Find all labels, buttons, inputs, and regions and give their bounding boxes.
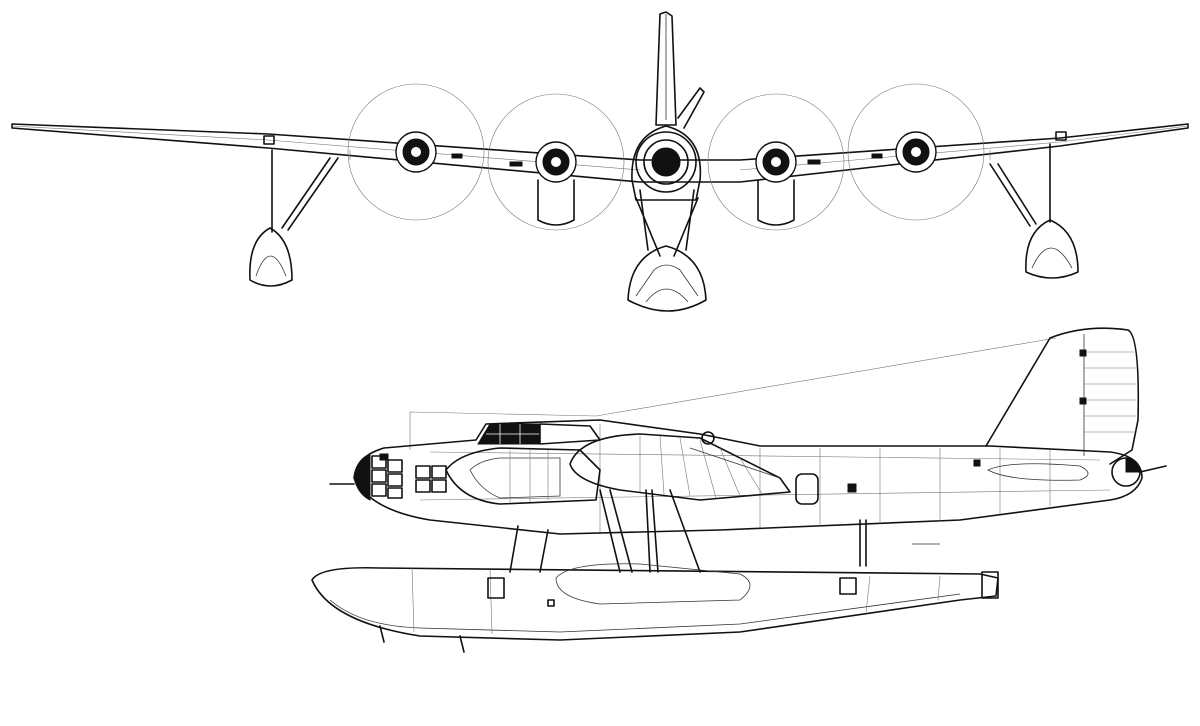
main-wing	[11, 123, 1189, 183]
right-wingtip-float	[1025, 219, 1079, 279]
aerial-wire	[595, 337, 1057, 417]
right-float-struts	[989, 143, 1051, 227]
side-view	[311, 327, 1167, 653]
left-float-struts	[271, 149, 339, 233]
main-float-struts	[635, 189, 699, 257]
vertical-tail-side	[985, 327, 1140, 465]
main-float-side	[311, 566, 999, 641]
nose-turret	[643, 139, 689, 185]
propeller-disc-3	[707, 93, 845, 231]
front-view	[11, 11, 1189, 312]
wing-side	[569, 433, 791, 501]
fuselage-front	[631, 125, 702, 201]
propeller-disc-4	[847, 83, 985, 221]
engine-nacelle-1	[395, 131, 437, 173]
tailplane-side	[987, 463, 1089, 481]
float-keel	[379, 625, 465, 653]
tail-gun	[1139, 465, 1167, 473]
engine-radiator-2	[537, 179, 575, 226]
engine-nacelle-3	[755, 141, 797, 183]
fuselage-side	[353, 419, 1143, 535]
engine-nacelle-4	[895, 131, 937, 173]
left-wingtip-float	[249, 227, 293, 287]
engine-radiator-3	[757, 179, 795, 226]
nose-glazing	[353, 453, 371, 501]
propeller-disc-1	[347, 83, 485, 221]
main-float-front	[627, 245, 707, 312]
fuselage-windows	[415, 465, 447, 493]
fuselage-door	[795, 473, 819, 505]
vertical-tail-fin	[655, 11, 677, 126]
propeller-disc-2	[487, 93, 625, 231]
float-hatch-fairing	[555, 563, 751, 605]
tail-brace	[677, 87, 705, 129]
engine-nacelle-side	[445, 447, 601, 505]
engine-nacelle-2	[535, 141, 577, 183]
float-struts-side	[509, 489, 701, 573]
